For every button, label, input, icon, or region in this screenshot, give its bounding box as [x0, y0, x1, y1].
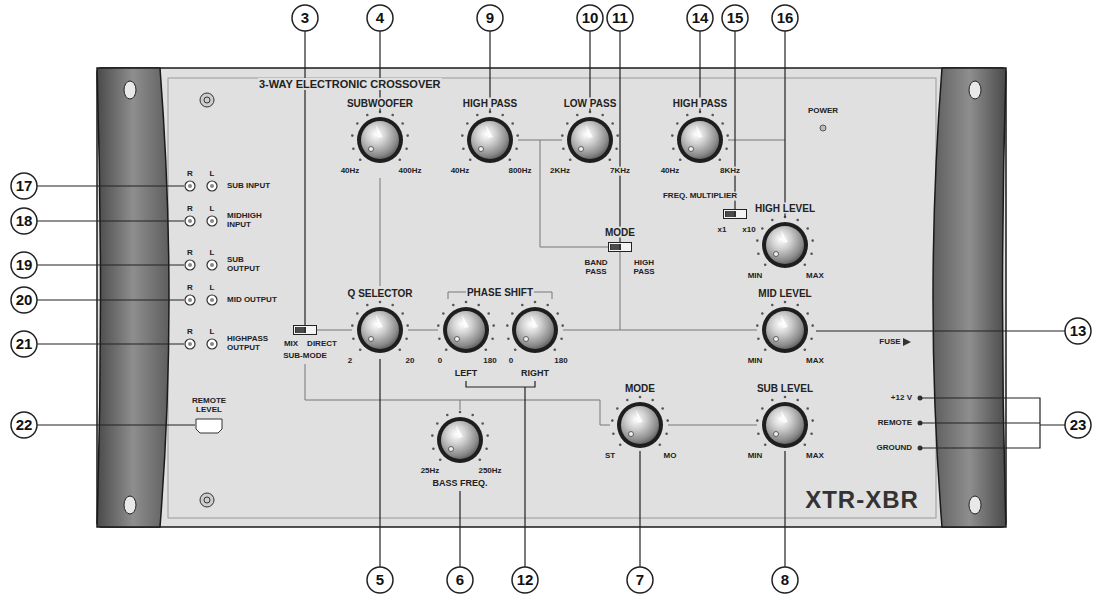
callout-number: 11	[612, 10, 628, 27]
panel-label: MIN	[747, 357, 764, 366]
panel-label: MAX	[805, 357, 825, 366]
panel-label: L	[209, 249, 216, 258]
panel-label: BASS FREQ.	[431, 479, 488, 489]
panel-label: 20	[405, 357, 416, 366]
callout-number: 7	[636, 572, 644, 589]
panel-label: 40Hz	[660, 167, 681, 176]
callout-number: 3	[301, 10, 309, 27]
panel-label: MODE	[604, 227, 636, 238]
callout-number: 10	[582, 10, 599, 27]
panel-label: MO	[663, 452, 678, 461]
panel-label: REMOTE LEVEL	[186, 397, 232, 415]
panel-label: DIRECT	[306, 340, 338, 349]
panel-label: SUB OUTPUT	[226, 256, 278, 274]
callout-number: 21	[16, 336, 33, 353]
panel-label: 0	[508, 357, 514, 366]
panel-label: LEFT	[454, 369, 479, 379]
panel-label: MIN	[747, 452, 764, 461]
callout-number: 15	[727, 10, 744, 27]
panel-label: 0	[437, 357, 443, 366]
panel-label: REMOTE	[877, 419, 913, 428]
panel-label: HIGH PASS	[462, 98, 518, 109]
panel-label: SUB-MODE	[282, 352, 328, 361]
panel-label: 2KHz	[549, 167, 571, 176]
panel-label: 8KHz	[719, 167, 741, 176]
panel-label: L	[209, 284, 216, 293]
panel-label: 400Hz	[397, 167, 422, 176]
panel-label: x1	[717, 226, 728, 235]
callout-number: 20	[16, 292, 33, 309]
panel-label: 180	[482, 357, 497, 366]
panel-label: MODE	[624, 383, 656, 394]
panel-label: HIGHPASS OUTPUT	[226, 335, 278, 353]
panel-label: FREQ. MULTIPLIER	[662, 192, 738, 201]
panel-label: +12 V	[890, 394, 913, 403]
panel-label: R	[186, 205, 194, 214]
panel-label: FUSE	[878, 338, 901, 347]
callout-number: 14	[692, 10, 709, 27]
panel-label: R	[186, 249, 194, 258]
callout-number: 12	[517, 572, 534, 589]
panel-label: RIGHT	[520, 369, 550, 379]
callout-number: 17	[16, 178, 33, 195]
panel-label: SUB LEVEL	[756, 383, 814, 394]
panel-label: PHASE SHIFT	[466, 287, 534, 298]
callout-number: 22	[16, 417, 33, 434]
panel-label: MIX	[283, 340, 299, 349]
panel-label: HIGH PASS	[628, 259, 660, 277]
panel-label: L	[209, 205, 216, 214]
panel-label: MID LEVEL	[757, 288, 812, 299]
callout-number: 19	[16, 257, 33, 274]
panel-label: BAND PASS	[580, 259, 612, 277]
panel-label: Q SELECTOR	[347, 288, 414, 299]
panel-label: MID OUTPUT	[226, 296, 278, 305]
callout-number: 9	[486, 10, 494, 27]
callout-number: 23	[1070, 417, 1087, 434]
panel-label: LOW PASS	[563, 98, 618, 109]
callout-number: 5	[376, 572, 384, 589]
panel-label: 800Hz	[507, 167, 532, 176]
panel-label: 7KHz	[609, 167, 631, 176]
panel-label: SUBWOOFER	[346, 98, 414, 109]
panel-label: 250Hz	[477, 467, 502, 476]
callout-number: 4	[376, 10, 384, 27]
panel-label: 3-WAY ELECTRONIC CROSSOVER	[258, 78, 442, 90]
panel-label: MIDHIGH INPUT	[226, 212, 278, 230]
callout-number: 6	[456, 572, 464, 589]
callout-number: 18	[16, 213, 33, 230]
panel-label: 180	[553, 357, 568, 366]
callout-number: 16	[777, 10, 794, 27]
panel-label: SUB INPUT	[226, 182, 278, 191]
callout-number: 13	[1070, 323, 1087, 340]
panel-label: R	[186, 328, 194, 337]
panel-label: R	[186, 170, 194, 179]
callout-number: 8	[781, 572, 789, 589]
model-logo: XTR-XBR	[804, 487, 920, 513]
panel-label: L	[209, 328, 216, 337]
panel-label: R	[186, 284, 194, 293]
panel-label: POWER	[807, 107, 839, 116]
panel-label: 40Hz	[450, 167, 471, 176]
panel-label: 25Hz	[420, 467, 441, 476]
panel-label: HIGH PASS	[672, 98, 728, 109]
panel-label: 2	[347, 357, 353, 366]
panel-label: HIGH LEVEL	[754, 203, 816, 214]
panel-label: ST	[604, 452, 616, 461]
panel-label: L	[209, 170, 216, 179]
panel-label: x10	[741, 226, 756, 235]
panel-label: GROUND	[875, 444, 913, 453]
panel-label: 40Hz	[340, 167, 361, 176]
panel-label: MAX	[805, 272, 825, 281]
panel-label: MAX	[805, 452, 825, 461]
panel-label: MIN	[747, 272, 764, 281]
